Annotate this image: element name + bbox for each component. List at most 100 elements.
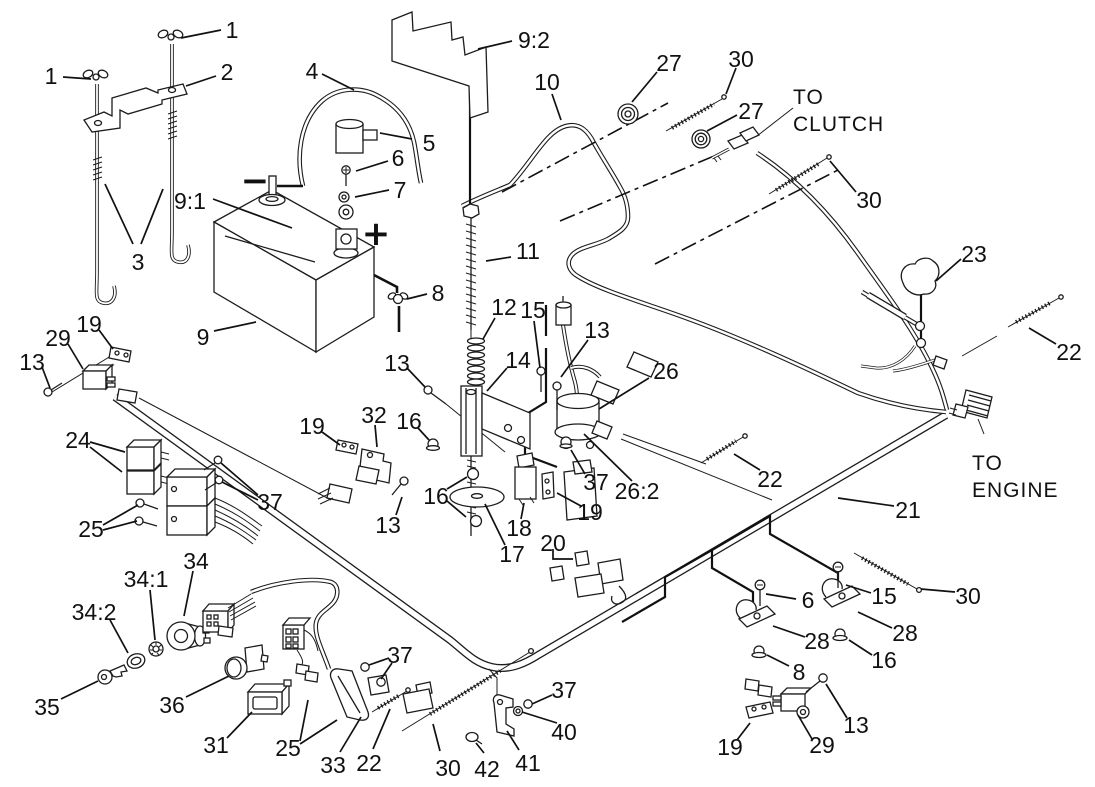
callout-number: 27	[738, 98, 764, 124]
leader-line	[104, 183, 134, 245]
callout-number: 37	[257, 489, 283, 515]
callout-number: 3	[132, 249, 145, 275]
leader-line	[149, 589, 156, 641]
wire-connector	[757, 684, 773, 698]
callout-19: 19	[76, 311, 114, 350]
leader-line	[583, 433, 633, 482]
cable-tie-22	[700, 433, 748, 464]
push-button-36	[224, 644, 269, 680]
callout-number: 40	[551, 719, 577, 745]
callout-number: 30	[435, 755, 461, 781]
callout-20: 20	[540, 530, 573, 560]
callout-19: 19	[299, 413, 341, 446]
callout-7: 7	[354, 177, 406, 203]
leader-line	[368, 657, 390, 666]
leader-line	[482, 317, 496, 340]
callout-number: 4	[306, 58, 319, 84]
callout-number: 21	[895, 497, 921, 523]
callout-9: 9	[197, 321, 257, 350]
callout-number: 17	[499, 541, 525, 567]
leader-line	[406, 367, 426, 388]
leader-line	[556, 492, 582, 507]
callout-number: 22	[1056, 339, 1082, 365]
screw-13	[43, 382, 63, 397]
nut-37	[523, 699, 533, 709]
leader-line	[62, 76, 92, 80]
cable-tie-30	[853, 552, 923, 594]
callout-number: 34	[183, 548, 209, 574]
callout-13: 13	[560, 317, 610, 378]
carriage-bolt-11	[462, 203, 480, 338]
leader-line	[829, 160, 857, 193]
callout-number: 10	[534, 69, 560, 95]
callout-number: 35	[34, 694, 60, 720]
callout-number: 15	[871, 583, 897, 609]
leader-line	[706, 114, 738, 132]
leader-line	[598, 377, 650, 410]
callout-number: 29	[45, 325, 71, 351]
cable-tie-22	[371, 687, 411, 713]
connector-block	[402, 688, 434, 714]
leader-line	[725, 67, 737, 95]
callout-3: 3	[104, 183, 164, 275]
callout-22: 22	[356, 708, 391, 776]
callout-number: 16	[871, 647, 897, 673]
leader-line	[321, 431, 341, 446]
callout-37: 37	[368, 642, 413, 680]
callout-number: 15	[520, 297, 546, 323]
callout-14: 14	[486, 347, 531, 392]
callout-number: 19	[76, 311, 102, 337]
connector-block	[626, 351, 659, 378]
callout-30: 30	[829, 160, 882, 213]
leader-line	[857, 611, 893, 629]
bracket-32-cluster	[317, 385, 447, 505]
terminal-stud	[585, 440, 595, 450]
callout-28: 28	[857, 611, 918, 646]
leader-line	[484, 503, 506, 546]
leader-line	[109, 619, 129, 654]
left-switch-cluster	[43, 346, 263, 545]
callout-18: 18	[506, 502, 532, 541]
leader-line	[41, 366, 51, 389]
clamp-bracket-41	[465, 668, 533, 745]
callout-34:2: 34:2	[72, 599, 129, 654]
leader-line	[920, 588, 956, 593]
lock-washer	[148, 641, 164, 657]
ring-terminal	[914, 320, 926, 332]
wire-connector	[744, 678, 760, 692]
callout-28: 28	[772, 625, 830, 654]
leader-line	[552, 549, 573, 560]
callout-25: 25	[275, 699, 338, 761]
leader-line	[183, 570, 194, 617]
leader-line	[446, 500, 467, 518]
leader-line	[736, 722, 751, 741]
callout-number: 6	[392, 145, 405, 171]
callout-30: 30	[432, 723, 461, 781]
screw-15	[536, 366, 546, 392]
connector-block	[590, 380, 620, 405]
leader-line	[213, 321, 257, 332]
leader-line	[339, 716, 362, 753]
interlock-switch-cluster	[514, 436, 598, 521]
callout-29: 29	[45, 325, 84, 370]
callout-16: 16	[848, 639, 897, 673]
callout-27: 27	[631, 50, 682, 103]
callout-number: 30	[955, 583, 981, 609]
screw-13	[552, 381, 562, 410]
callout-number: 42	[474, 756, 500, 782]
callout-number: 34:1	[124, 566, 169, 592]
leader-line	[631, 71, 658, 103]
keyswitch-nut	[126, 653, 146, 669]
washer-7	[338, 191, 350, 203]
positive-clamp	[335, 228, 358, 250]
to-clutch-label: CLUTCH	[793, 113, 884, 136]
ignition-key	[97, 664, 128, 685]
leader-line	[848, 639, 873, 656]
cable-tie-30	[768, 154, 832, 195]
to-engine-label: TO	[972, 452, 1003, 475]
callout-number: 1	[45, 63, 58, 89]
callout-36: 36	[159, 675, 230, 718]
callout-number: 28	[892, 620, 918, 646]
terminal-boot-23	[900, 257, 948, 370]
leader-line	[772, 625, 806, 638]
